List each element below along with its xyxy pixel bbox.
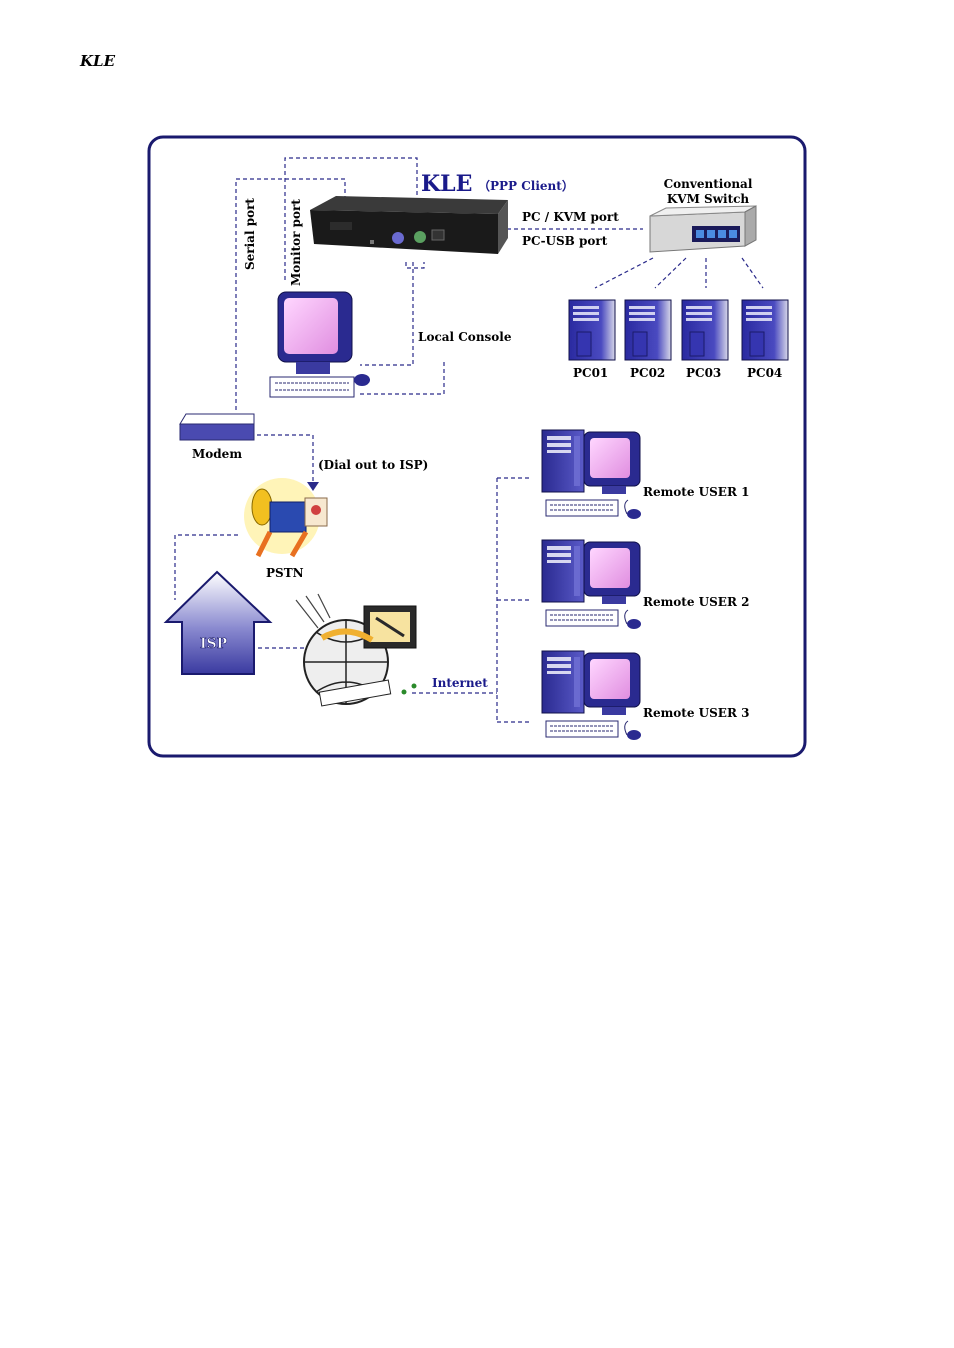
connection-lines bbox=[174, 157, 764, 723]
page-header: KLE bbox=[80, 52, 116, 70]
pc02-tower bbox=[624, 299, 672, 361]
remote-user-1-label: Remote USER 1 bbox=[643, 485, 749, 499]
kvm-switch-label-line1: Conventional bbox=[664, 177, 753, 191]
internet-globe bbox=[295, 593, 417, 707]
local-console bbox=[269, 291, 370, 398]
kle-title: KLE bbox=[421, 171, 472, 197]
internet-label: Internet bbox=[432, 676, 488, 690]
modem-label: Modem bbox=[192, 447, 242, 461]
isp-arrow bbox=[163, 570, 273, 675]
dial-out-label: (Dial out to ISP) bbox=[318, 458, 428, 472]
kvm-switch bbox=[649, 205, 757, 253]
pc01-tower bbox=[568, 299, 616, 361]
pc01-label: PC01 bbox=[573, 366, 608, 380]
pc-kvm-port-label: PC / KVM port bbox=[522, 210, 619, 224]
kle-device bbox=[310, 196, 508, 254]
serial-port-label: Serial port bbox=[243, 198, 257, 270]
remote-user-2-label: Remote USER 2 bbox=[643, 595, 749, 609]
remote-user-3-label: Remote USER 3 bbox=[643, 706, 749, 720]
kle-subtitle: （PPP Client） bbox=[478, 178, 574, 193]
local-console-label: Local Console bbox=[418, 330, 512, 344]
modem bbox=[179, 413, 255, 441]
dial-arrow-head bbox=[307, 482, 319, 491]
pc-usb-port-label: PC-USB port bbox=[522, 234, 608, 248]
pstn-label: PSTN bbox=[266, 566, 304, 580]
kvm-switch-label-line2: KVM Switch bbox=[667, 192, 750, 206]
pc02-label: PC02 bbox=[630, 366, 665, 380]
pc03-label: PC03 bbox=[686, 366, 721, 380]
isp-label: ISP bbox=[200, 636, 228, 652]
pc04-tower bbox=[741, 299, 789, 361]
pstn-figure bbox=[244, 478, 328, 558]
pc03-tower bbox=[681, 299, 729, 361]
monitor-port-label: Monitor port bbox=[289, 199, 303, 286]
pc04-label: PC04 bbox=[747, 366, 782, 380]
